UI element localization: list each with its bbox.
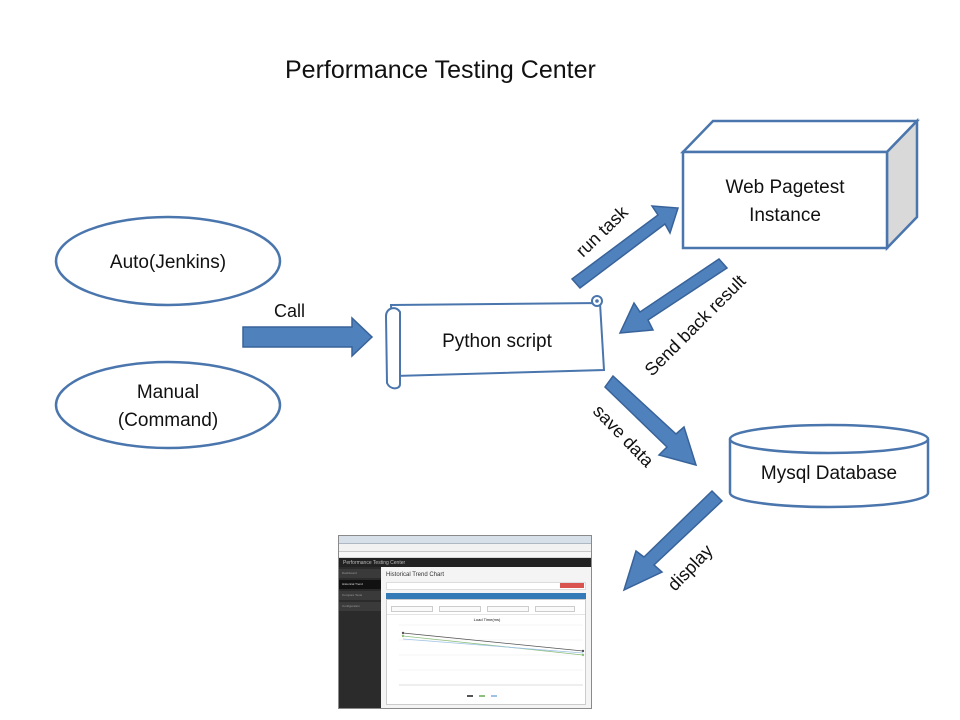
call-label: Call bbox=[274, 301, 305, 321]
red-action-button bbox=[560, 583, 584, 588]
python-script-label: Python script bbox=[442, 331, 553, 352]
call-arrow bbox=[242, 316, 374, 358]
mysql-label: Mysql Database bbox=[761, 463, 897, 484]
nav-item-compare-tests: Compare Tests bbox=[339, 591, 381, 600]
trend-panel: Load Time(ms) bbox=[386, 599, 586, 705]
send-back-result-arrow bbox=[618, 258, 729, 334]
page-heading: Historical Trend Chart bbox=[386, 572, 445, 578]
display-arrow bbox=[622, 489, 724, 592]
trend-chart: Load Time(ms) bbox=[399, 617, 585, 697]
dashboard-screenshot: Performance Testing Center Dashboard His… bbox=[338, 535, 592, 709]
filter-select bbox=[487, 606, 529, 612]
panel-header bbox=[386, 593, 586, 599]
breadcrumb-row bbox=[386, 582, 586, 590]
app-sidebar: Dashboard Historical Trend Compare Tests… bbox=[339, 567, 381, 708]
webpagetest-node: Web Pagetest Instance bbox=[680, 117, 920, 252]
webpagetest-label: Web Pagetest bbox=[725, 177, 845, 198]
filter-select bbox=[535, 606, 575, 612]
run-task-arrow bbox=[570, 205, 680, 290]
auto-jenkins-node: Auto(Jenkins) bbox=[54, 215, 282, 307]
filter-row bbox=[387, 600, 585, 615]
app-body: Dashboard Historical Trend Compare Tests… bbox=[339, 567, 591, 708]
mysql-database-node: Mysql Database bbox=[728, 423, 930, 509]
browser-tab-strip bbox=[339, 536, 591, 544]
trend-line-3 bbox=[402, 638, 584, 654]
save-data-arrow bbox=[604, 374, 698, 467]
auto-jenkins-label: Auto(Jenkins) bbox=[110, 252, 226, 273]
trend-line-1 bbox=[402, 632, 584, 652]
python-script-node: Python script bbox=[384, 295, 606, 390]
nav-item-dashboard: Dashboard bbox=[339, 569, 381, 578]
filter-select bbox=[439, 606, 481, 612]
trend-line-2 bbox=[402, 635, 584, 656]
diagram-title: Performance Testing Center bbox=[285, 56, 596, 84]
manual-command-node: Manual (Command) bbox=[54, 360, 282, 450]
browser-bookmarks-bar bbox=[339, 552, 591, 558]
nav-item-historical-trend: Historical Trend bbox=[339, 580, 381, 589]
filter-select bbox=[391, 606, 433, 612]
nav-item-configuration: Configuration bbox=[339, 602, 381, 611]
instance-label: Instance bbox=[749, 205, 821, 226]
browser-address-bar bbox=[339, 544, 591, 552]
trend-chart-title: Load Time(ms) bbox=[474, 617, 501, 622]
app-topbar: Performance Testing Center bbox=[339, 558, 591, 568]
app-main: Historical Trend Chart Load Time(ms) bbox=[381, 567, 591, 708]
command-label: (Command) bbox=[118, 410, 218, 431]
manual-label: Manual bbox=[137, 382, 199, 403]
